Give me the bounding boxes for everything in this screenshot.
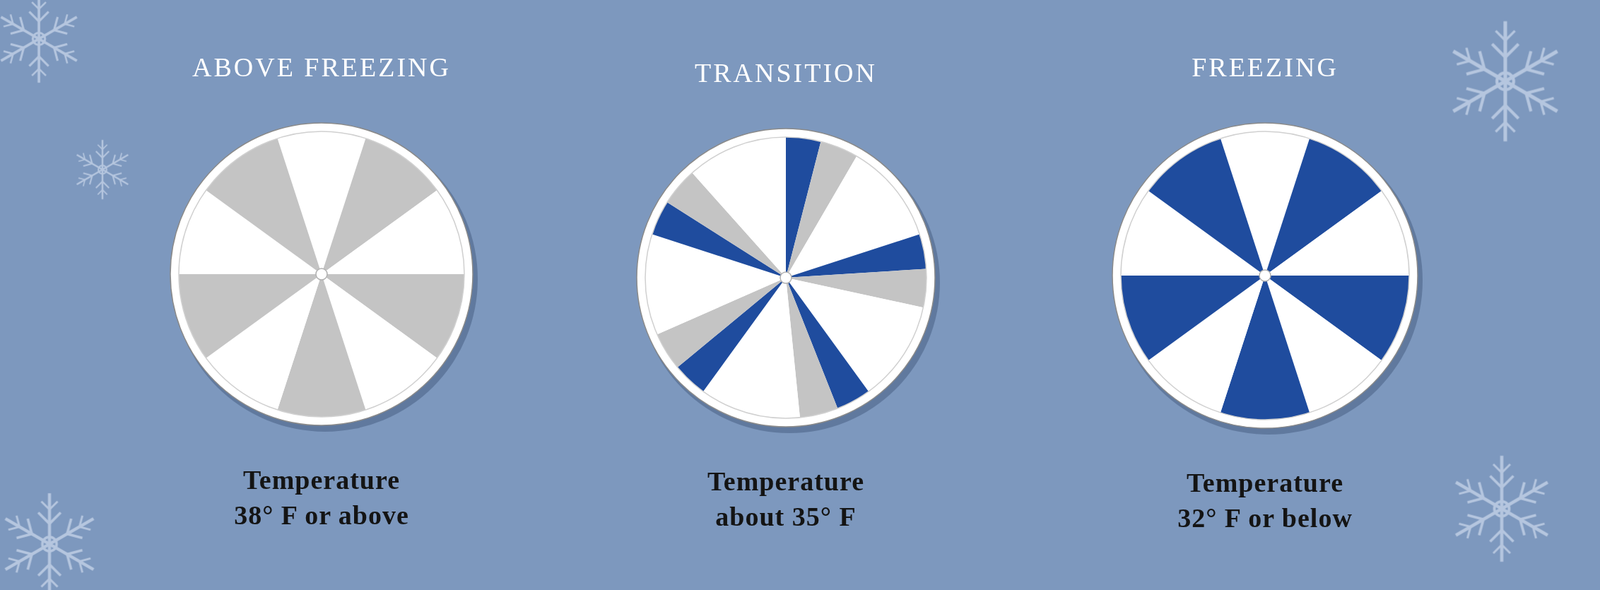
state-heading: ABOVE FREEZING (192, 49, 451, 85)
disc-hub (1259, 269, 1271, 282)
wheel-disc (1102, 113, 1428, 439)
disc-sector (321, 190, 465, 275)
temperature-caption: Temperature about 35° F (693, 463, 879, 535)
disc-inner-ring (178, 131, 465, 417)
temperature-wheel: ABOVE FREEZING Temperature 38° F or above (109, 49, 534, 533)
disc-rim (170, 122, 473, 426)
snowflake (1446, 21, 1564, 142)
snowflake (0, 493, 99, 590)
disc-sector (1265, 190, 1410, 276)
temperature-wheel: TRANSITION Temperature about 35° F (573, 55, 998, 535)
temperature-wheel: FREEZING Temperature 32° F or below (1053, 49, 1478, 536)
disc-sector (206, 138, 322, 275)
state-heading: FREEZING (1191, 49, 1339, 85)
snowflake (1450, 455, 1554, 562)
temperature-caption: Temperature 32° F or below (1172, 465, 1358, 536)
disc-inner-ring (1120, 131, 1410, 420)
disc-sector (1120, 275, 1266, 361)
disc-sector (691, 137, 786, 278)
disc-sector (1148, 138, 1266, 276)
disc-sector (178, 274, 322, 359)
state-heading: TRANSITION (694, 55, 878, 91)
temperature-caption: Temperature 38° F or above (228, 462, 415, 533)
disc-rim (1112, 122, 1418, 429)
wheel-disc (626, 118, 945, 437)
disc-hub (315, 268, 328, 280)
disc-hub (780, 272, 792, 284)
disc-inner-ring (645, 137, 927, 419)
wheel-disc (160, 113, 483, 436)
disc-rim (636, 128, 935, 427)
snowflake (73, 139, 132, 200)
snowflake (0, 0, 82, 83)
